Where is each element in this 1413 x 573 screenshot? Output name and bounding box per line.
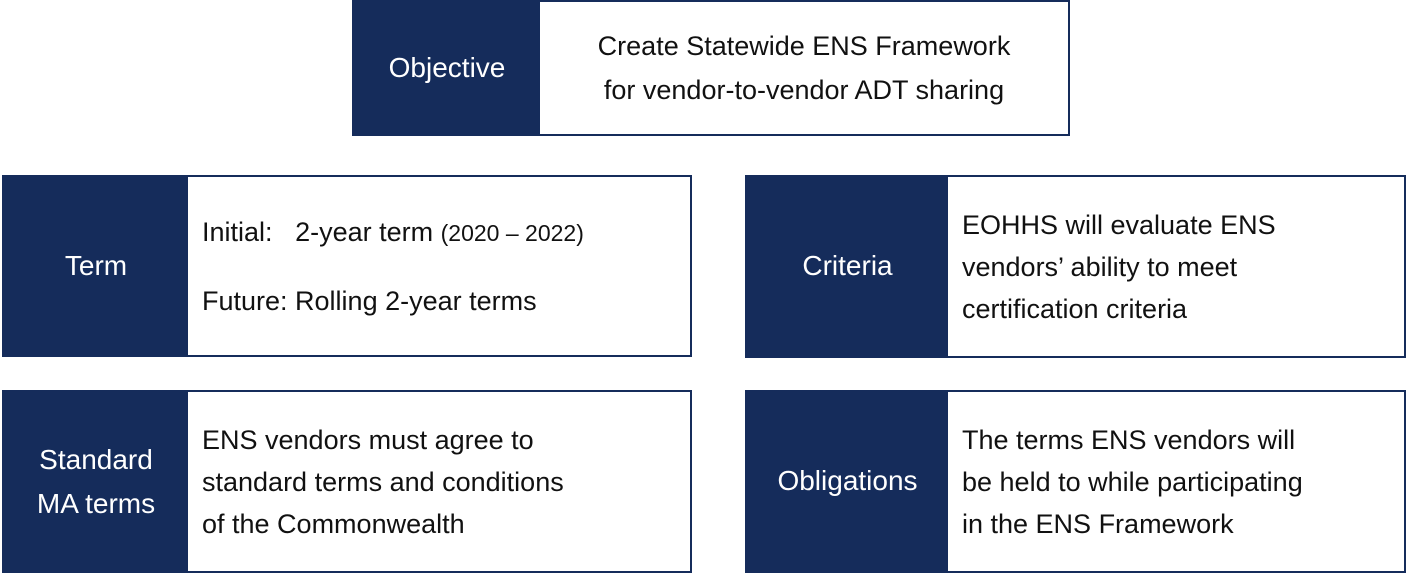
objective-line: Create Statewide ENS Framework <box>597 31 1011 61</box>
term-box: Term Initial: 2-year term (2020 – 2022) … <box>2 175 692 357</box>
standard-line: of the Commonwealth <box>202 508 465 539</box>
obligations-line: in the ENS Framework <box>962 508 1234 539</box>
criteria-box: Criteria EOHHS will evaluate ENS vendors… <box>745 175 1406 358</box>
criteria-text: EOHHS will evaluate ENS vendors’ ability… <box>948 177 1404 356</box>
term-text: Initial: 2-year term (2020 – 2022) Futur… <box>188 177 690 355</box>
obligations-line: be held to while participating <box>962 466 1303 497</box>
label-line: Standard <box>39 443 153 475</box>
objective-box: Objective Create Statewide ENS Framework… <box>352 0 1070 136</box>
objective-line: for vendor-to-vendor ADT sharing <box>603 75 1005 105</box>
term-initial: Initial: 2-year term (2020 – 2022) <box>202 216 584 247</box>
objective-label: Objective <box>354 2 540 134</box>
criteria-label: Criteria <box>747 177 948 356</box>
criteria-line: vendors’ ability to meet <box>962 251 1238 282</box>
standard-line: standard terms and conditions <box>202 466 564 497</box>
obligations-label: Obligations <box>747 392 948 571</box>
label-line: MA terms <box>36 487 156 519</box>
standard-terms-label: Standard MA terms <box>4 392 188 571</box>
standard-terms-text: ENS vendors must agree to standard terms… <box>188 392 690 571</box>
obligations-line: The terms ENS vendors will <box>962 424 1296 455</box>
criteria-line: EOHHS will evaluate ENS <box>962 209 1276 240</box>
obligations-box: Obligations The terms ENS vendors will b… <box>745 390 1406 573</box>
standard-terms-box: Standard MA terms ENS vendors must agree… <box>2 390 692 573</box>
term-future: Future: Rolling 2-year terms <box>202 285 537 316</box>
term-label: Term <box>4 177 188 355</box>
standard-line: ENS vendors must agree to <box>202 424 534 455</box>
obligations-text: The terms ENS vendors will be held to wh… <box>948 392 1404 571</box>
criteria-line: certification criteria <box>962 293 1188 324</box>
objective-text: Create Statewide ENS Framework for vendo… <box>540 2 1068 134</box>
